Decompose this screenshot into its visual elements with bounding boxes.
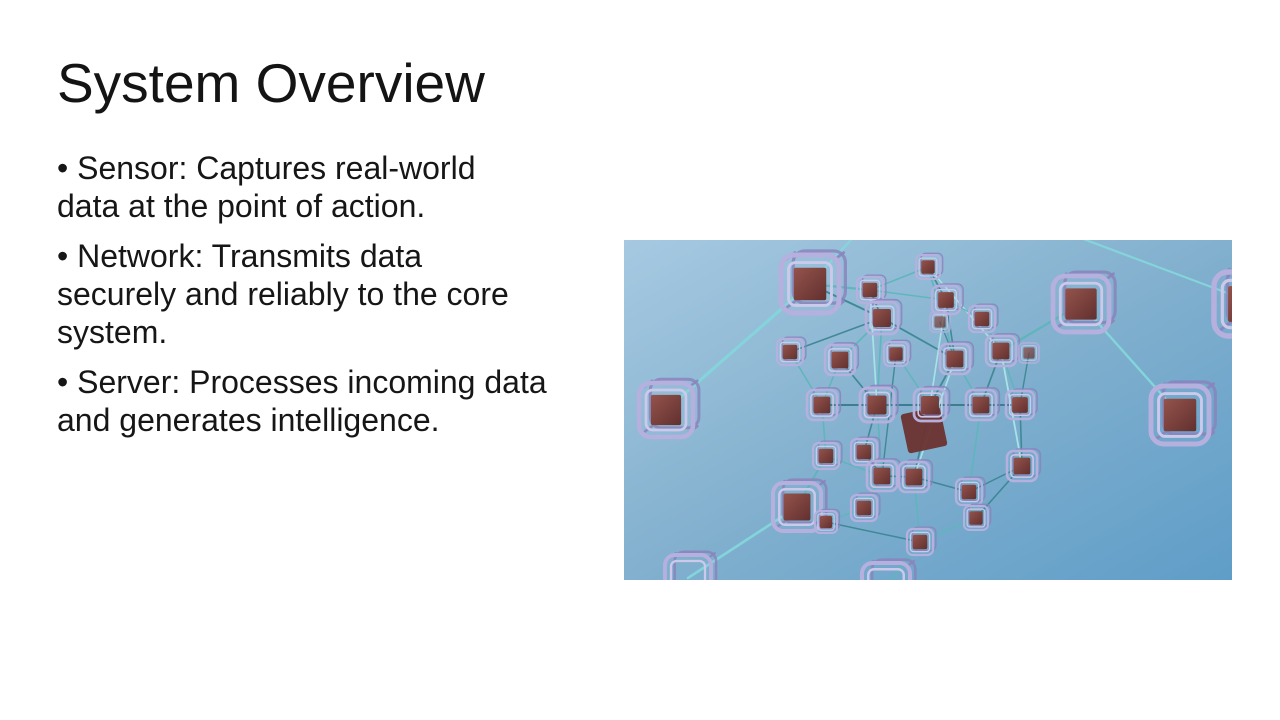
- bullet-line: • Network: Transmits data: [57, 238, 423, 274]
- bullet-line: data at the point of action.: [57, 188, 426, 224]
- bullet-item-sensor: • Sensor: Captures real-world data at th…: [57, 149, 632, 225]
- bullet-list: • Sensor: Captures real-world data at th…: [57, 149, 632, 451]
- page-title: System Overview: [57, 52, 485, 114]
- bullet-line: securely and reliably to the core: [57, 276, 509, 312]
- bullet-line: • Server: Processes incoming data: [57, 364, 547, 400]
- network-cubes-illustration: [624, 240, 1232, 580]
- bullet-line: • Sensor: Captures real-world: [57, 150, 476, 186]
- bullet-item-server: • Server: Processes incoming data and ge…: [57, 363, 632, 439]
- bullet-line: and generates intelligence.: [57, 402, 440, 438]
- bullet-item-network: • Network: Transmits data securely and r…: [57, 237, 632, 351]
- bullet-line: system.: [57, 314, 168, 350]
